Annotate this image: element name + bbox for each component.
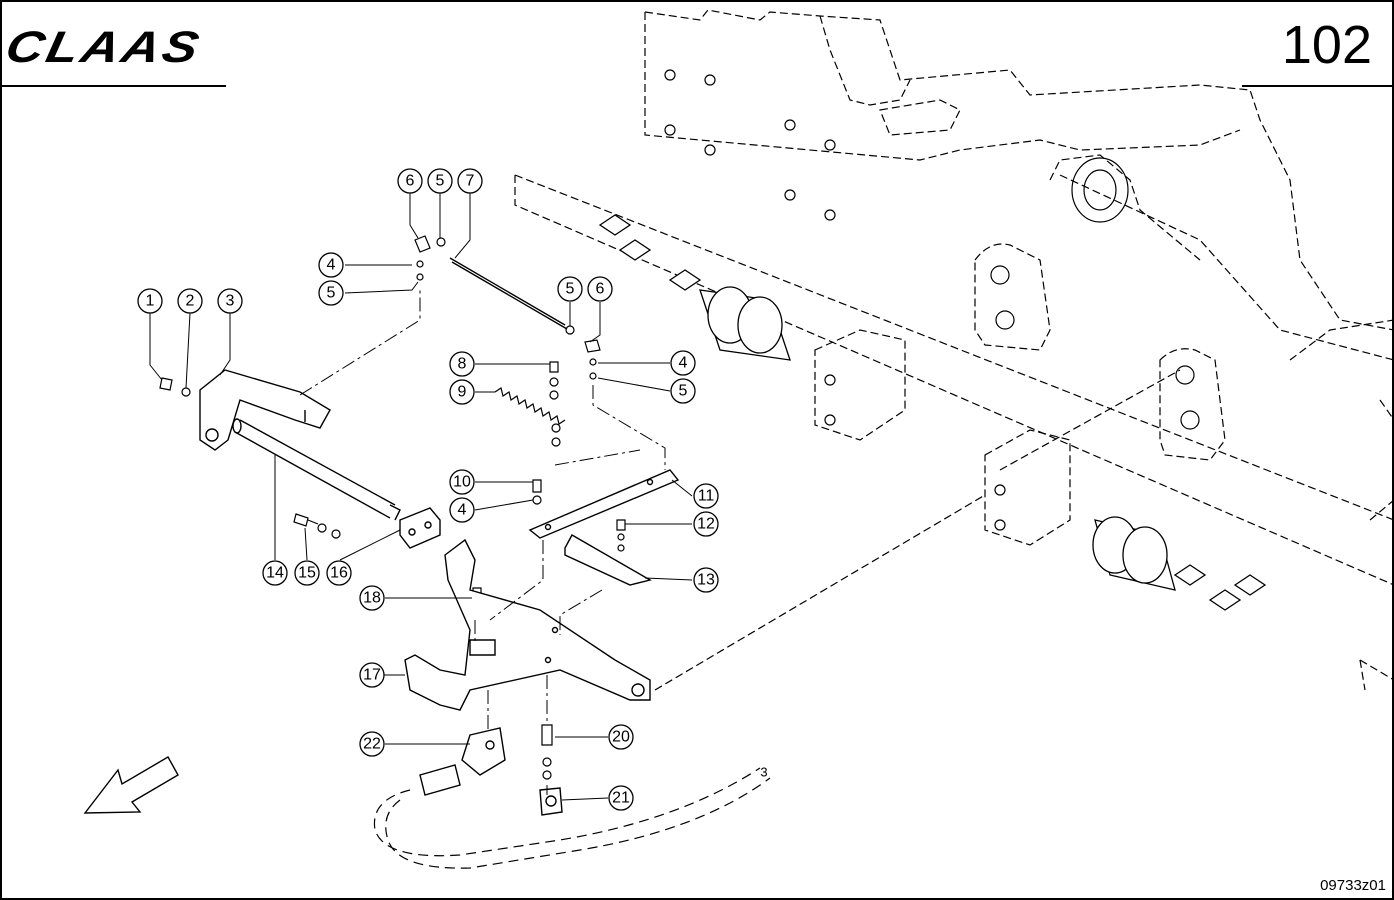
callout-11: 11 (698, 488, 715, 505)
sensor (419, 727, 506, 796)
callout-15: 15 (298, 565, 316, 582)
callout-7: 7 (466, 173, 475, 190)
frame-holes (664, 69, 1200, 531)
spring (494, 387, 566, 425)
callout-17: 17 (363, 667, 381, 684)
callout-5-top: 5 (327, 285, 336, 302)
shaft-rod (232, 418, 401, 521)
clip (539, 787, 563, 816)
main-bracket (404, 538, 651, 711)
callout-5-right: 5 (566, 281, 575, 298)
callout-1: 1 (146, 293, 155, 310)
callout-6-left: 6 (406, 173, 415, 190)
assembly-lines (299, 290, 666, 795)
fasteners (159, 235, 626, 780)
drawing-number: 09733z01 (1320, 877, 1386, 894)
callout-22: 22 (363, 736, 381, 753)
hose-ref-label: 3 (760, 765, 767, 780)
callout-12: 12 (697, 516, 715, 533)
callout-18: 18 (363, 590, 381, 607)
direction-arrow (83, 756, 179, 814)
page-number: 102 (1281, 15, 1372, 75)
callout-bubbles (137, 168, 719, 811)
cable (373, 767, 771, 869)
callout-5-rod-end: 5 (436, 173, 445, 190)
callout-2: 2 (186, 293, 195, 310)
callout-16: 16 (330, 565, 348, 582)
callout-leaders (149, 193, 693, 801)
callout-3: 3 (226, 293, 235, 310)
callout-14: 14 (266, 565, 284, 582)
callout-4-mid: 4 (458, 502, 467, 519)
callout-5-lower: 5 (679, 383, 688, 400)
callout-8: 8 (458, 356, 467, 373)
lever-arm (199, 369, 331, 451)
callout-numbers: 1 2 3 4 5 5 6 6 5 7 4 5 8 9 4 10 11 12 1… (146, 173, 715, 807)
plate-11 (528, 469, 680, 539)
callout-4-top: 4 (327, 257, 336, 274)
callout-21: 21 (612, 790, 630, 807)
callout-4-right: 4 (679, 355, 688, 372)
callout-9: 9 (458, 384, 467, 401)
chassis-frame (514, 9, 1394, 691)
callout-10: 10 (453, 474, 471, 491)
tie-rod (449, 257, 568, 330)
block-16 (399, 507, 441, 549)
callout-13: 13 (697, 572, 715, 589)
shaft-couplings (598, 214, 1267, 611)
callout-6-right: 6 (596, 281, 605, 298)
callout-20: 20 (612, 729, 630, 746)
bracket-13 (564, 534, 652, 586)
